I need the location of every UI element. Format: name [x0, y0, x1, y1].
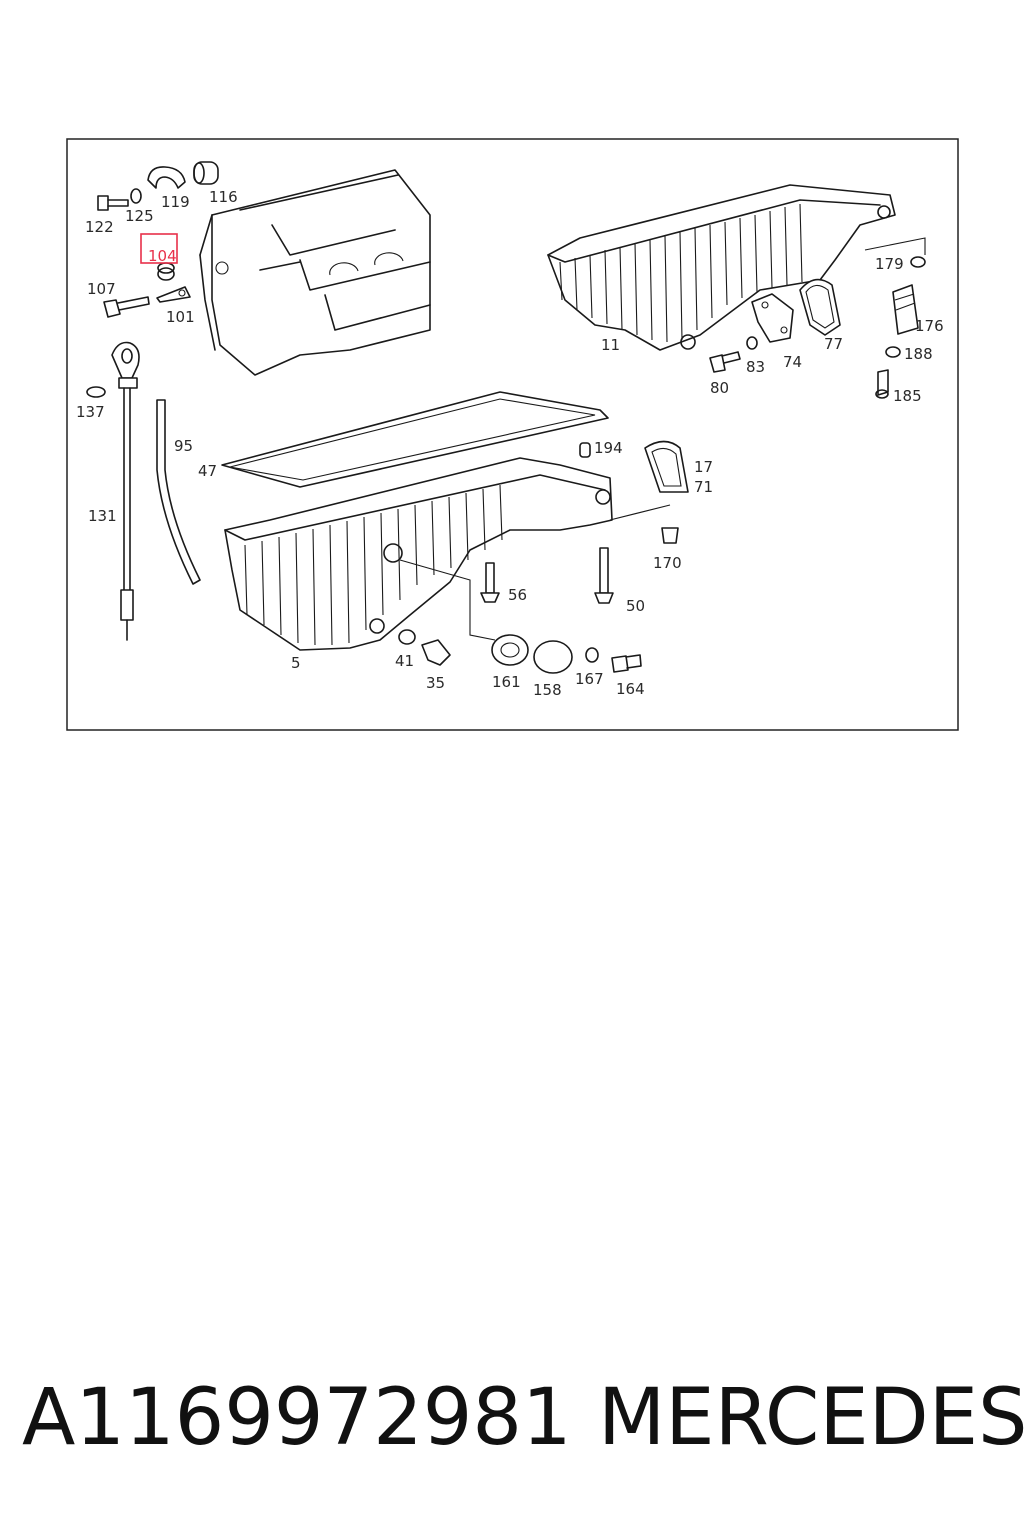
label-77: 77 [824, 335, 843, 353]
label-137: 137 [76, 403, 105, 421]
label-35: 35 [426, 674, 445, 692]
upper-oil-pan-drawing [547, 184, 926, 399]
label-164: 164 [616, 680, 645, 698]
lower-oil-pan-drawing [224, 440, 689, 674]
label-41: 41 [395, 652, 414, 670]
label-122: 122 [85, 218, 114, 236]
label-17: 17 [694, 458, 713, 476]
label-80: 80 [710, 379, 729, 397]
label-47: 47 [198, 462, 217, 480]
label-185: 185 [893, 387, 922, 405]
label-101: 101 [166, 308, 195, 326]
label-170: 170 [653, 554, 682, 572]
label-71: 71 [694, 478, 713, 496]
label-107: 107 [87, 280, 116, 298]
label-179: 179 [875, 255, 904, 273]
label-119: 119 [161, 193, 190, 211]
label-161: 161 [492, 673, 521, 691]
brand-name: MERCEDES [598, 1373, 1024, 1463]
label-74: 74 [783, 353, 802, 371]
label-11: 11 [601, 336, 620, 354]
label-167: 167 [575, 670, 604, 688]
label-158: 158 [533, 681, 562, 699]
label-125: 125 [125, 207, 154, 225]
label-194: 194 [594, 439, 623, 457]
label-131: 131 [88, 507, 117, 525]
parts-diagram: 116 119 125 122 104 107 101 137 131 95 4… [66, 138, 959, 731]
label-83: 83 [746, 358, 765, 376]
label-104: 104 [148, 247, 177, 265]
label-95: 95 [174, 437, 193, 455]
dipstick-drawing [86, 341, 201, 641]
label-56: 56 [508, 586, 527, 604]
highlight-box [140, 233, 178, 264]
label-188: 188 [904, 345, 933, 363]
part-number: A1169972981 [22, 1373, 572, 1463]
small-parts-top-left [97, 161, 219, 318]
diagram-frame [66, 138, 959, 731]
label-5: 5 [291, 654, 301, 672]
label-116: 116 [209, 188, 238, 206]
engine-block-drawing [199, 169, 431, 376]
label-50: 50 [626, 597, 645, 615]
gasket-drawing [221, 391, 609, 488]
label-176: 176 [915, 317, 944, 335]
